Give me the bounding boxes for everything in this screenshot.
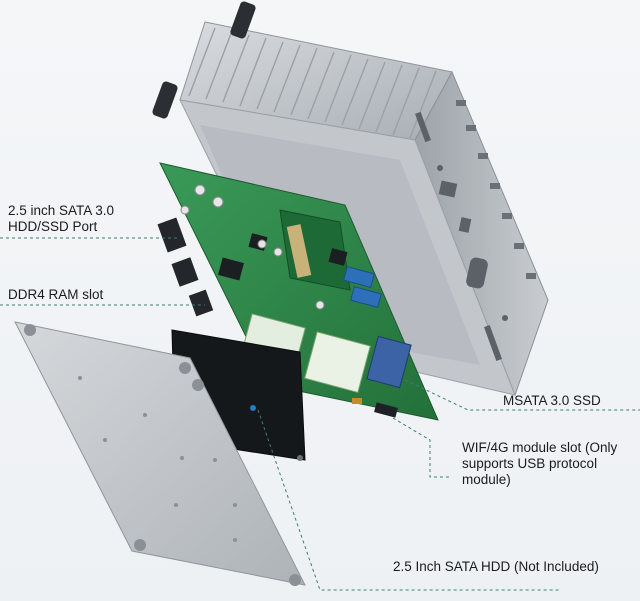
- wifi-module-label: WIF/4G module slot (Only supports USB pr…: [462, 440, 640, 488]
- hdd-label: 2.5 Inch SATA HDD (Not Included): [393, 559, 599, 574]
- sata-port-label-line2: HDD/SSD Port: [8, 219, 98, 234]
- bottom-plate: [14, 321, 306, 586]
- wifi-label-line2: supports USB protocol module): [462, 456, 598, 487]
- motherboard-pcb: [157, 162, 439, 421]
- ram-slot-label: DDR4 RAM slot: [8, 287, 104, 302]
- leader-lines: [0, 237, 640, 591]
- msata-label: MSATA 3.0 SSD: [503, 393, 601, 408]
- wifi-label-line1: WIF/4G module slot (Only: [462, 440, 618, 455]
- sata-port-label: 2.5 inch SATA 3.0 HDD/SSD Port: [8, 203, 114, 235]
- sata-port-label-line1: 2.5 inch SATA 3.0: [8, 203, 115, 218]
